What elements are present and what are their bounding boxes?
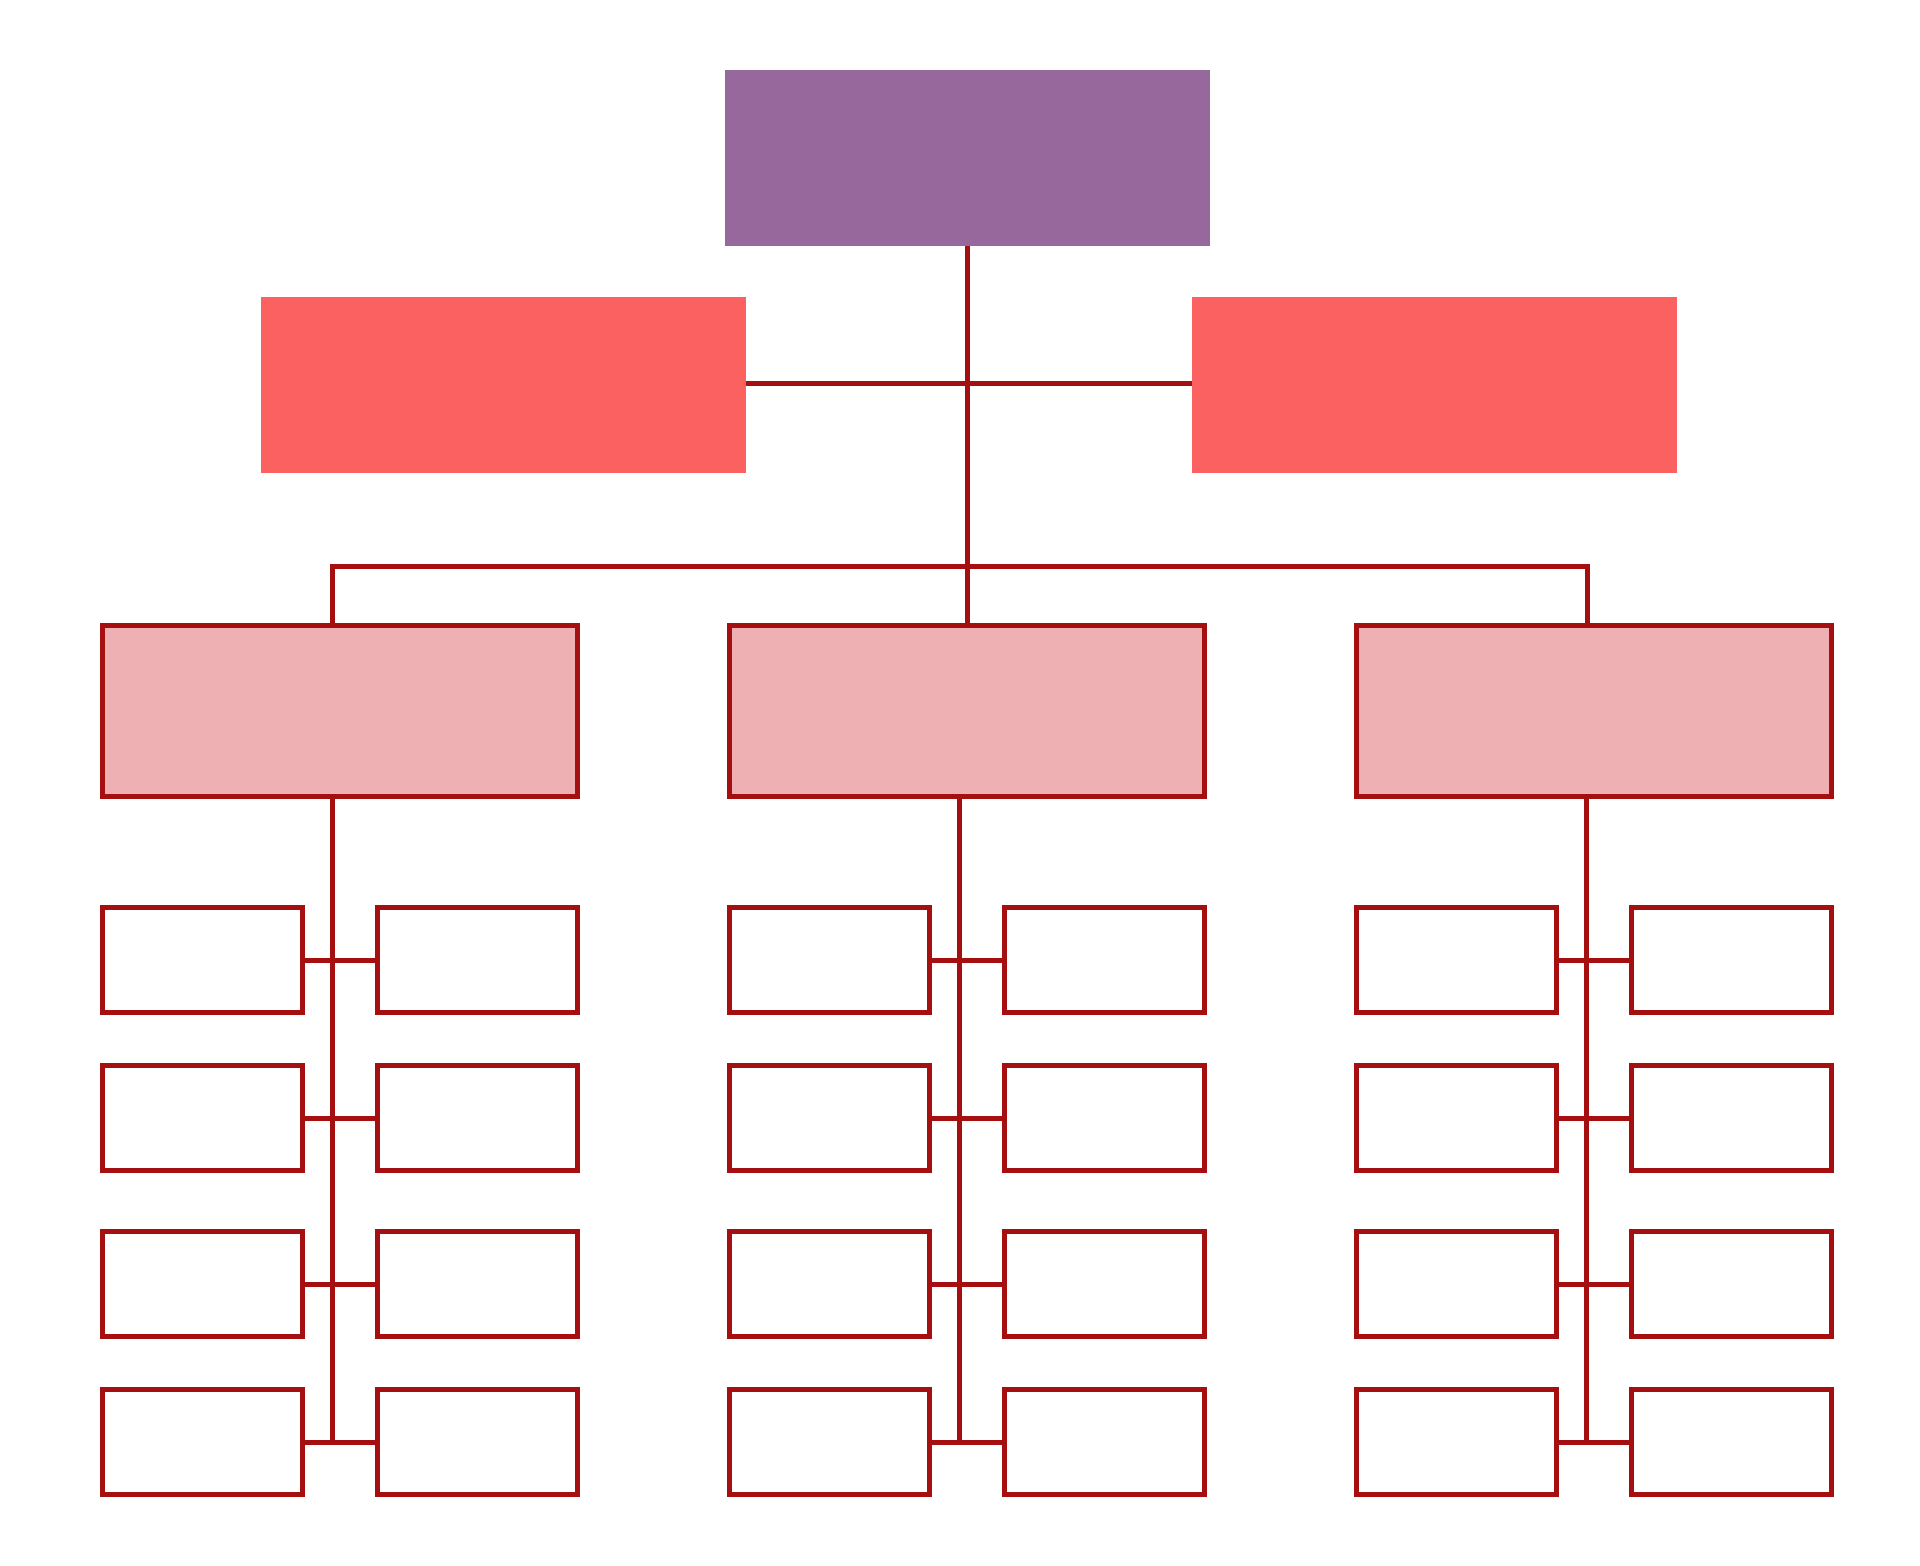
connector-spine-column-2 [957, 799, 962, 1444]
org-node-leaf-c2-r1-a[interactable] [727, 905, 932, 1015]
org-node-leaf-c3-r2-a[interactable] [1354, 1063, 1559, 1173]
connector-division-drop-3 [1585, 564, 1590, 623]
org-node-leaf-c3-r3-a[interactable] [1354, 1229, 1559, 1339]
org-node-division-3[interactable] [1354, 623, 1834, 799]
org-node-leaf-c3-r2-a-label [1359, 1068, 1554, 1168]
org-node-division-1-label [105, 628, 575, 794]
connector-division-drop-1 [330, 564, 335, 623]
org-node-leaf-c2-r4-b[interactable] [1002, 1387, 1207, 1497]
org-node-executive-left-label [261, 297, 746, 473]
connector-stub-c2-r2 [932, 1116, 1002, 1121]
org-node-leaf-c3-r4-b[interactable] [1629, 1387, 1834, 1497]
org-node-leaf-c3-r4-b-label [1634, 1392, 1829, 1492]
org-node-leaf-c1-r1-a-label [105, 910, 300, 1010]
org-node-root[interactable] [725, 70, 1210, 246]
org-node-executive-left[interactable] [261, 297, 746, 473]
org-node-leaf-c3-r1-a-label [1359, 910, 1554, 1010]
connector-stub-c2-r3 [932, 1282, 1002, 1287]
org-node-division-1[interactable] [100, 623, 580, 799]
org-node-leaf-c1-r3-b-label [380, 1234, 575, 1334]
org-node-leaf-c1-r3-a-label [105, 1234, 300, 1334]
org-node-leaf-c2-r3-a-label [732, 1234, 927, 1334]
org-node-leaf-c3-r4-a[interactable] [1354, 1387, 1559, 1497]
org-node-leaf-c2-r3-a[interactable] [727, 1229, 932, 1339]
org-node-leaf-c3-r3-b-label [1634, 1234, 1829, 1334]
connector-stub-c2-r4 [932, 1440, 1002, 1445]
org-node-leaf-c3-r1-a[interactable] [1354, 905, 1559, 1015]
connector-spine-column-1 [330, 799, 335, 1444]
org-node-leaf-c3-r3-b[interactable] [1629, 1229, 1834, 1339]
org-node-leaf-c1-r4-a[interactable] [100, 1387, 305, 1497]
org-node-leaf-c3-r1-b[interactable] [1629, 905, 1834, 1015]
org-node-leaf-c1-r1-b-label [380, 910, 575, 1010]
org-node-leaf-c1-r4-b[interactable] [375, 1387, 580, 1497]
org-node-leaf-c1-r4-b-label [380, 1392, 575, 1492]
connector-stub-c1-r4 [305, 1440, 375, 1445]
org-node-leaf-c1-r2-a[interactable] [100, 1063, 305, 1173]
org-node-leaf-c3-r4-a-label [1359, 1392, 1554, 1492]
org-node-division-3-label [1359, 628, 1829, 794]
connector-division-drop-2 [965, 564, 970, 623]
org-node-leaf-c1-r2-b-label [380, 1068, 575, 1168]
connector-stub-c2-r1 [932, 958, 1002, 963]
org-node-leaf-c2-r2-b[interactable] [1002, 1063, 1207, 1173]
org-node-leaf-c2-r3-b[interactable] [1002, 1229, 1207, 1339]
org-node-leaf-c2-r2-a[interactable] [727, 1063, 932, 1173]
org-node-leaf-c2-r1-b[interactable] [1002, 905, 1207, 1015]
org-node-leaf-c2-r1-a-label [732, 910, 927, 1010]
org-node-leaf-c2-r4-a[interactable] [727, 1387, 932, 1497]
org-node-leaf-c1-r4-a-label [105, 1392, 300, 1492]
org-node-leaf-c2-r4-a-label [732, 1392, 927, 1492]
connector-stub-c1-r3 [305, 1282, 375, 1287]
connector-division-busbar [330, 564, 1590, 569]
org-node-division-2[interactable] [727, 623, 1207, 799]
org-node-leaf-c3-r3-a-label [1359, 1234, 1554, 1334]
connector-stub-c3-r1 [1559, 958, 1629, 963]
org-node-leaf-c1-r1-b[interactable] [375, 905, 580, 1015]
org-node-leaf-c2-r1-b-label [1007, 910, 1202, 1010]
org-node-leaf-c1-r1-a[interactable] [100, 905, 305, 1015]
connector-stub-c3-r4 [1559, 1440, 1629, 1445]
org-node-leaf-c2-r2-a-label [732, 1068, 927, 1168]
org-node-executive-right[interactable] [1192, 297, 1677, 473]
org-node-leaf-c3-r1-b-label [1634, 910, 1829, 1010]
org-node-leaf-c3-r2-b-label [1634, 1068, 1829, 1168]
org-node-leaf-c1-r3-a[interactable] [100, 1229, 305, 1339]
org-node-division-2-label [732, 628, 1202, 794]
org-node-leaf-c2-r2-b-label [1007, 1068, 1202, 1168]
org-node-root-label [725, 70, 1210, 246]
org-node-leaf-c1-r2-b[interactable] [375, 1063, 580, 1173]
org-node-leaf-c3-r2-b[interactable] [1629, 1063, 1834, 1173]
org-node-executive-right-label [1192, 297, 1677, 473]
connector-stub-c1-r1 [305, 958, 375, 963]
connector-stub-c1-r2 [305, 1116, 375, 1121]
org-node-leaf-c2-r3-b-label [1007, 1234, 1202, 1334]
connector-stub-c3-r2 [1559, 1116, 1629, 1121]
org-node-leaf-c2-r4-b-label [1007, 1392, 1202, 1492]
connector-spine-column-3 [1584, 799, 1589, 1444]
org-node-leaf-c1-r2-a-label [105, 1068, 300, 1168]
org-node-leaf-c1-r3-b[interactable] [375, 1229, 580, 1339]
connector-stub-c3-r3 [1559, 1282, 1629, 1287]
connector-trunk-to-divisions [965, 381, 970, 564]
